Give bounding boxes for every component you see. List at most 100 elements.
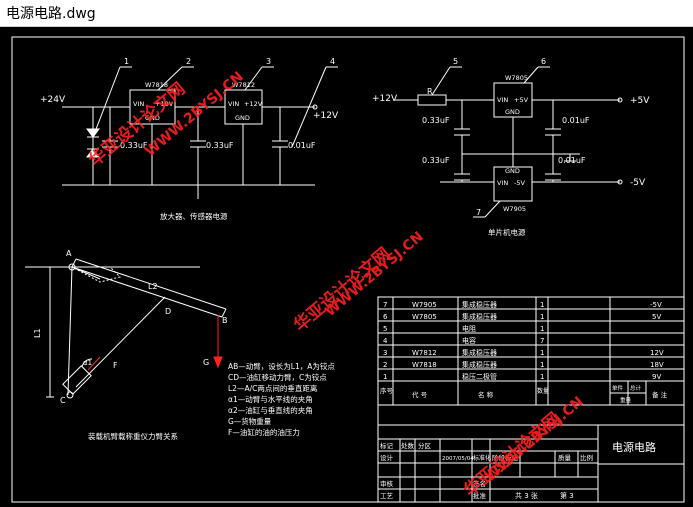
tb-cell-scale: 比例	[580, 453, 593, 462]
tb-cell-mass: 质量	[558, 453, 572, 462]
bom-misc-weight: 重量	[620, 396, 632, 404]
cad-drawing: +24V +12V W7818 VIN +18V GND W7812 VIN +…	[11, 36, 685, 503]
resistor-r	[417, 94, 447, 106]
reg1-pin-out: +18V	[155, 100, 174, 108]
bom-row-2-remark: 18V	[650, 361, 664, 369]
callout-3: 3	[266, 57, 271, 66]
legend-line-6: G—货物重量	[228, 416, 272, 426]
tb-cell-approve: 批准	[473, 491, 487, 500]
tb-cell-review: 审核	[380, 479, 394, 488]
bom-header-name: 名 称	[478, 390, 494, 399]
c2-out-neg: -5V	[630, 178, 646, 188]
reg-pos-pin-gnd: GND	[505, 108, 520, 116]
bom-header-no: 序号	[380, 386, 394, 395]
reg-pos-pin-out: +5V	[514, 96, 529, 104]
tb-cell-mark: 标记	[380, 441, 394, 450]
c2-caption: 单片机电源	[488, 227, 526, 237]
label-g: G	[203, 358, 209, 367]
c2-input-voltage: +12V	[372, 94, 398, 104]
tb-cell-stage: 阶段标记	[492, 453, 519, 462]
callout-2: 2	[186, 57, 191, 66]
bom-row-1-remark: 9V	[652, 373, 661, 381]
legend-line-7: F—油缸的油的油压力	[228, 427, 300, 437]
title-bar: 电源电路.dwg	[0, 0, 693, 27]
reg1-pin-in: VIN	[133, 100, 144, 108]
tb-cell-count: 处数	[401, 441, 415, 450]
reg1-part: W7818	[145, 81, 168, 89]
reg-neg-pin-in: VIN	[497, 179, 508, 187]
tb-cell-sign: 签名	[473, 479, 486, 488]
label-f: F	[113, 361, 118, 370]
callout-7: 7	[476, 208, 481, 217]
reg2-part: W7812	[232, 81, 255, 89]
label-l2: L2	[148, 282, 158, 291]
reg2-pin-out: +12V	[244, 100, 263, 108]
bom-row-6-no: 6	[383, 313, 388, 321]
bom-table	[377, 296, 685, 503]
bom-misc-total: 总计	[630, 384, 642, 392]
c2-cap1: 0.33uF	[422, 116, 450, 125]
reg2-pin-gnd: GND	[235, 114, 250, 122]
bom-row-7-code: W7905	[412, 301, 437, 309]
label-d: D	[165, 307, 171, 316]
bom-row-6-name: 集成稳压器	[462, 312, 497, 321]
bom-row-7-name: 集成稳压器	[462, 300, 497, 309]
c1-cap2: 0.33uF	[206, 141, 234, 150]
file-title: 电源电路.dwg	[6, 6, 96, 22]
callout-6: 6	[541, 57, 546, 66]
bom-row-5-no: 5	[383, 325, 387, 333]
c2-resistor: R	[427, 87, 433, 96]
legend-line-5: α2—油缸与垂直线的夹角	[228, 405, 313, 415]
reg2-pin-in: VIN	[228, 100, 239, 108]
legend-line-3: L2—A/C两点间的垂直距离	[228, 383, 318, 393]
drawing-canvas[interactable]: +24V +12V W7818 VIN +18V GND W7812 VIN +…	[0, 27, 693, 507]
bom-row-1-name: 稳压二极管	[462, 372, 497, 381]
bom-row-1-no: 1	[383, 373, 387, 381]
c2-out-pos: +5V	[630, 96, 650, 106]
tb-date: 2007/05/04	[442, 456, 474, 462]
tb-cell-zone: 分区	[418, 441, 432, 450]
bom-row-4-qty: 7	[540, 337, 544, 345]
reg-pos-pin-in: VIN	[497, 96, 508, 104]
c2-cap2: 0.01uF	[562, 116, 590, 125]
bom-row-2-name: 集成稳压器	[462, 360, 497, 369]
bom-row-6-code: W7805	[412, 313, 437, 321]
bom-row-3-no: 3	[383, 349, 387, 357]
label-b: B	[222, 316, 228, 325]
reg-pos-part: W7805	[505, 74, 528, 82]
callout-4: 4	[330, 57, 335, 66]
c1-cap1: 0.33uF	[120, 141, 148, 150]
bom-row-2-no: 2	[383, 361, 387, 369]
bom-row-6-qty: 1	[540, 313, 544, 321]
drawing-border	[11, 36, 685, 503]
tb-drawing-name: 电源电路	[612, 440, 656, 454]
circuit-1	[62, 66, 338, 199]
tb-sheets: 共 3 张	[515, 491, 538, 500]
bom-header-code: 代 号	[412, 390, 428, 399]
callout-1: 1	[124, 57, 129, 66]
reg1-pin-gnd: GND	[145, 114, 160, 122]
mechanism-diagram	[25, 258, 227, 399]
tb-cell-process: 工艺	[380, 492, 394, 500]
bom-misc-single: 单件	[612, 384, 624, 392]
legend-line-4: α1—动臂与水平线的夹角	[228, 394, 313, 404]
bom-row-3-name: 集成稳压器	[462, 348, 497, 357]
c1-output-voltage: +12V	[313, 111, 339, 121]
label-c: C	[60, 396, 66, 405]
bom-row-7-qty: 1	[540, 301, 544, 309]
regulator-w7905	[493, 166, 533, 202]
bom-row-6-remark: 5V	[652, 313, 661, 321]
bom-header-remark: 备 注	[652, 390, 668, 399]
tb-sheet-no: 第 3	[560, 491, 574, 500]
bom-row-3-remark: 12V	[650, 349, 664, 357]
c1-cap3: 0.01uF	[288, 141, 316, 150]
legend-line-2: CD—油缸移动力臂，C为铰点	[228, 372, 327, 382]
label-a: A	[66, 249, 72, 258]
label-alpha1: α1	[83, 359, 92, 367]
watermark-text-2: 华亚设计论文网	[290, 243, 395, 336]
bom-row-7-no: 7	[383, 301, 387, 309]
bom-row-3-qty: 1	[540, 349, 544, 357]
bom-row-5-name: 电阻	[462, 324, 476, 333]
bom-row-7-remark: -5V	[650, 301, 662, 309]
